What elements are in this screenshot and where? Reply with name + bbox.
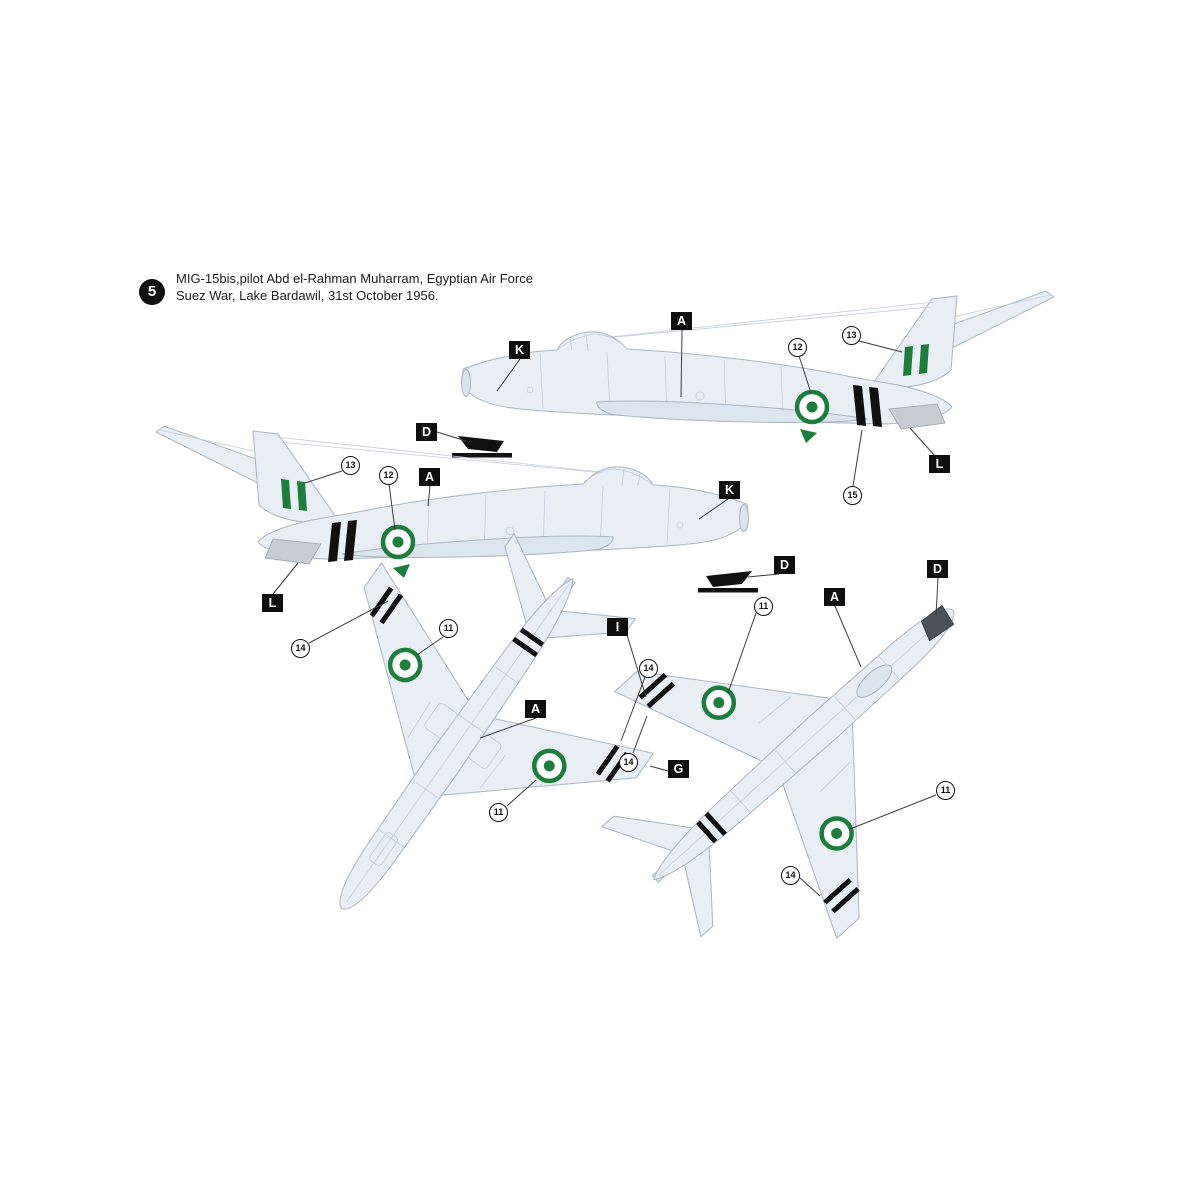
callout-15: 15 xyxy=(843,486,862,505)
decal-label-L: L xyxy=(929,455,950,473)
callout-14: 14 xyxy=(781,866,800,885)
callout-14: 14 xyxy=(639,659,658,678)
callout-11: 11 xyxy=(489,803,508,822)
decal-label-G: G xyxy=(668,760,689,778)
decal-label-A: A xyxy=(824,588,845,606)
scheme-caption-line1: MIG-15bis,pilot Abd el-Rahman Muharram, … xyxy=(176,271,533,286)
callout-11: 11 xyxy=(754,597,773,616)
scheme-number-badge: 5 xyxy=(139,279,165,305)
decal-label-A: A xyxy=(419,468,440,486)
leader-lines xyxy=(272,329,939,897)
aircraft-side-profile-top xyxy=(452,290,1055,458)
aircraft-plan-bottom-left xyxy=(206,481,711,1004)
decal-label-L: L xyxy=(262,594,283,612)
decal-label-I: I xyxy=(607,618,628,636)
nose-wedge-decal-D xyxy=(920,604,955,642)
decal-label-D: D xyxy=(416,423,437,441)
callout-11: 11 xyxy=(936,781,955,800)
decal-label-K: K xyxy=(509,341,530,359)
aircraft-side-profile-middle xyxy=(156,426,758,593)
decal-label-D: D xyxy=(774,556,795,574)
callout-14: 14 xyxy=(619,753,638,772)
callout-12: 12 xyxy=(379,466,398,485)
aircraft-plan-bottom-right xyxy=(540,487,1064,1005)
scheme-caption: MIG-15bis,pilot Abd el-Rahman Muharram, … xyxy=(176,270,636,304)
callout-13: 13 xyxy=(341,456,360,475)
callout-11: 11 xyxy=(439,619,458,638)
decal-label-A: A xyxy=(525,700,546,718)
callout-14: 14 xyxy=(291,639,310,658)
callout-12: 12 xyxy=(788,338,807,357)
decal-label-K: K xyxy=(719,481,740,499)
decal-label-A: A xyxy=(671,312,692,330)
scheme-caption-line2: Suez War, Lake Bardawil, 31st October 19… xyxy=(176,288,439,303)
callout-13: 13 xyxy=(842,326,861,345)
decal-label-D: D xyxy=(927,560,948,578)
